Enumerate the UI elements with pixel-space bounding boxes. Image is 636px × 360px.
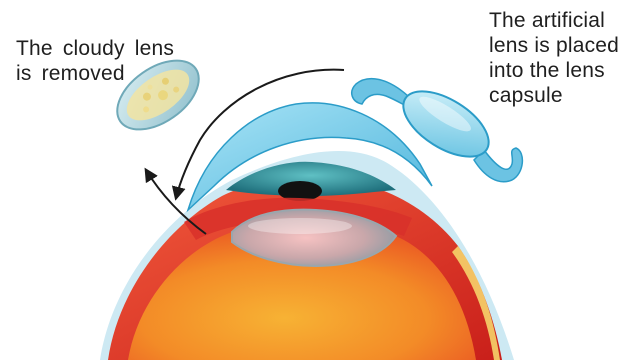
label-line: into the lens	[489, 58, 619, 83]
label-cloudy-lens-removed: The cloudy lens is removed	[16, 36, 174, 86]
label-artificial-lens-placed: The artificial lens is placed into the l…	[489, 8, 619, 108]
capsule-highlight	[248, 218, 352, 234]
label-line: capsule	[489, 83, 619, 108]
iol-haptic-upper	[352, 79, 410, 108]
label-line: is removed	[16, 61, 174, 86]
label-line: The artificial	[489, 8, 619, 33]
label-line: The cloudy lens	[16, 36, 174, 61]
label-line: lens is placed	[489, 33, 619, 58]
